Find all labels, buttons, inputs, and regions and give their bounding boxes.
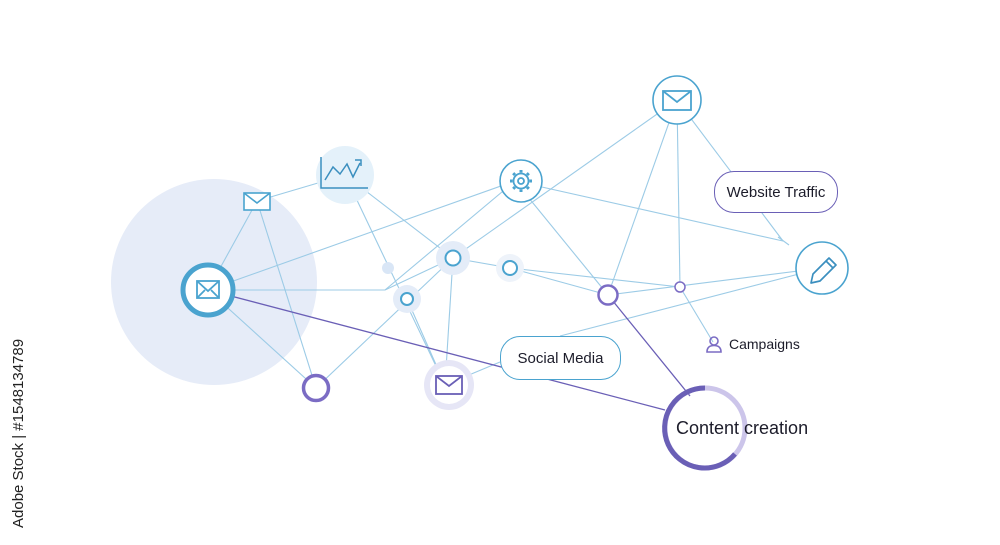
content-creation-ring — [662, 385, 748, 471]
mail-icon — [243, 192, 271, 211]
mail-node-bottom — [424, 360, 474, 410]
mail-icon — [662, 90, 692, 111]
website-traffic-text: Website Traffic — [726, 183, 826, 201]
watermark-text: Adobe Stock | #1548134789 — [10, 339, 27, 528]
connection-lines — [207, 99, 823, 389]
pencil-node — [795, 241, 849, 295]
content-creation-label: Content creation — [676, 418, 808, 439]
social-media-label: Social Media — [500, 336, 621, 380]
pencil-icon — [810, 257, 837, 284]
purple-lines — [207, 289, 691, 411]
gear-icon — [510, 170, 532, 192]
hub-node — [393, 285, 421, 313]
mail-icon — [196, 280, 220, 299]
main-mail-node — [180, 262, 236, 318]
social-media-text: Social Media — [517, 349, 604, 367]
purple-node — [301, 373, 331, 403]
website-traffic-label: Website Traffic — [714, 171, 838, 213]
purple-node — [597, 284, 619, 306]
content-creation-text: Content creation — [676, 418, 809, 438]
campaigns-text: Campaigns — [729, 336, 800, 352]
hub-node — [382, 262, 394, 274]
line-chart-icon — [320, 157, 368, 189]
chart-node — [316, 146, 374, 204]
gear-node — [499, 159, 543, 203]
mail-icon — [435, 375, 463, 395]
hub-node — [436, 241, 470, 275]
purple-node — [674, 281, 686, 293]
hub-node — [496, 254, 524, 282]
user-icon — [706, 336, 722, 353]
stock-watermark: Adobe Stock | #1548134789 — [10, 339, 27, 528]
mail-node-top — [652, 75, 702, 125]
campaigns-label: Campaigns — [705, 335, 800, 353]
